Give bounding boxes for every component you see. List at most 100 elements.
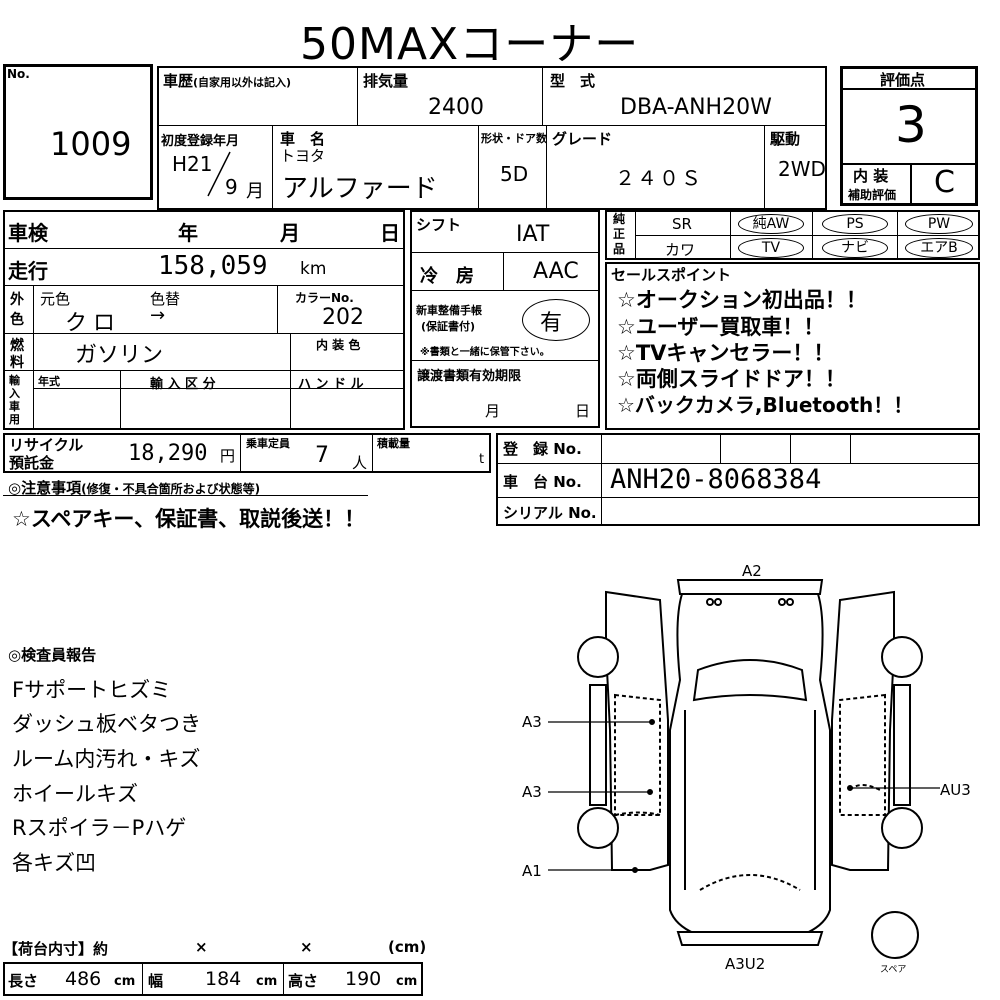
interior-color-label: 内 装 色	[316, 338, 361, 352]
sales-points-box	[605, 262, 980, 430]
date-slash	[207, 151, 231, 197]
inspector-item-6: 各キズ凹	[12, 851, 96, 875]
inspection-day: 日	[380, 221, 400, 245]
rating-value: 3	[895, 96, 927, 154]
inspector-item-5: Rスポイラ－Pハゲ	[12, 816, 187, 840]
equipment-side: 純正品	[613, 212, 626, 256]
recycle-sub-label: 預託金	[9, 454, 55, 472]
displacement-value: 2400	[428, 95, 484, 120]
first-reg-month-unit: 月	[246, 181, 264, 202]
mileage-value: 158,059	[158, 251, 268, 281]
color-arrow: →	[150, 305, 166, 326]
capacity-label: 乗車定員	[246, 437, 290, 450]
drive-value: 2WD	[778, 157, 826, 181]
diag-label-left3: A1	[522, 862, 542, 880]
lot-number: 1009	[50, 125, 132, 163]
inspector-item-4: ホイールキズ	[12, 782, 138, 806]
capacity-unit: 人	[352, 454, 368, 472]
inspector-item-3: ルーム内汚れ・キズ	[12, 747, 201, 771]
cargo-length: 486	[65, 968, 102, 990]
drive-label: 駆動	[770, 130, 801, 148]
car-maker: トヨタ	[280, 147, 326, 165]
cargo-length-unit: cm	[114, 974, 136, 989]
sales-point-4: ☆両側スライドドア！！	[617, 367, 846, 391]
car-name-label: 車 名	[280, 130, 326, 148]
sales-point-2: ☆ユーザー買取車！！	[617, 315, 825, 339]
inspector-label: ◎検査員報告	[8, 646, 97, 664]
equip-pw: PW	[905, 214, 973, 234]
maintenance-sub-label: (保証書付)	[421, 320, 476, 333]
exterior-side-1: 外	[10, 292, 24, 308]
maintenance-value: 有	[540, 311, 563, 336]
fuel-value: ガソリン	[75, 343, 164, 368]
cargo-box	[3, 962, 423, 996]
top-table	[157, 66, 827, 210]
interior-sub-label: 補助評価	[848, 188, 897, 202]
equip-airbag: エアB	[905, 238, 973, 258]
car-name-value: アルファード	[282, 174, 438, 204]
notes-value: ☆スペアキー、保証書、取説後送！！	[12, 507, 366, 531]
transfer-day: 日	[575, 402, 591, 420]
recycle-value: 18,290	[128, 441, 208, 466]
recycle-label: リサイクル	[9, 436, 84, 454]
equip-alloy-wheel: 純AW	[738, 214, 804, 234]
rating-box	[840, 66, 978, 206]
capacity-value: 7	[315, 443, 329, 468]
diag-label-spare: スペア	[880, 965, 907, 975]
fuel-side-2: 料	[10, 355, 24, 371]
equip-sr: SR	[672, 215, 692, 233]
transfer-month: 月	[485, 402, 501, 420]
interior-rating-value: C	[934, 165, 955, 200]
cargo-times-2: ×	[300, 938, 313, 956]
recycle-unit: 円	[220, 447, 236, 465]
equip-leather: カワ	[665, 241, 696, 259]
inspection-year: 年	[178, 221, 198, 245]
car-diagram	[548, 579, 940, 959]
orig-color-value: クロ	[65, 311, 122, 336]
mileage-label: 走行	[8, 259, 48, 283]
registration-box	[496, 433, 980, 526]
grade-value: ２４０Ｓ	[615, 166, 703, 190]
orig-color-label: 元色	[40, 290, 71, 308]
aircon-label: 冷 房	[420, 266, 474, 287]
diag-label-left1: A3	[522, 713, 542, 731]
sales-points-label: セールスポイント	[611, 266, 732, 284]
inspection-label: 車検	[8, 221, 48, 245]
cargo-height-unit: cm	[396, 974, 418, 989]
diag-label-right: AU3	[940, 781, 971, 799]
registration-label: 登 録 No.	[503, 440, 582, 458]
shift-label: シフト	[416, 216, 462, 234]
cargo-height-label: 高さ	[288, 972, 319, 990]
sales-point-5: ☆バックカメラ,Bluetooth！！	[617, 393, 914, 417]
import-side-label: 輸入車用	[9, 374, 20, 426]
equip-ps: PS	[822, 214, 888, 234]
load-unit: t	[479, 452, 485, 467]
color-no-label: カラーNo.	[295, 291, 354, 305]
body-value: 5D	[500, 162, 529, 186]
first-reg-year: H21	[172, 152, 213, 176]
page-title: 50MAXコーナー	[300, 19, 640, 70]
inspector-item-1: Fサポートヒズミ	[12, 678, 172, 702]
shift-box	[410, 210, 600, 428]
first-reg-month: 9	[225, 175, 238, 199]
lot-label: No.	[7, 67, 30, 81]
import-year-label: 年式	[38, 375, 60, 388]
maintenance-label: 新車整備手帳	[416, 304, 482, 317]
import-kubun-label: 輸 入 区 分	[150, 377, 216, 392]
cargo-unit-label: (cm)	[388, 938, 427, 956]
repaint-label: 色替	[150, 290, 181, 308]
first-reg-label: 初度登録年月	[161, 134, 240, 149]
diag-label-left2: A3	[522, 783, 542, 801]
maintenance-oval	[522, 299, 590, 341]
cargo-width-unit: cm	[256, 974, 278, 989]
shift-value: IAT	[516, 222, 550, 247]
model-type-value: DBA-ANH20W	[620, 95, 772, 120]
load-label: 積載量	[377, 437, 410, 450]
aircon-value: AAC	[533, 259, 579, 284]
mileage-unit: km	[300, 259, 327, 279]
lot-box	[3, 64, 153, 200]
diag-label-top: A2	[742, 562, 762, 580]
maintenance-note: ※書類と一緒に保管下さい。	[420, 347, 550, 358]
cargo-length-label: 長さ	[8, 972, 39, 990]
sales-point-1: ☆オークション初出品！！	[617, 288, 867, 312]
